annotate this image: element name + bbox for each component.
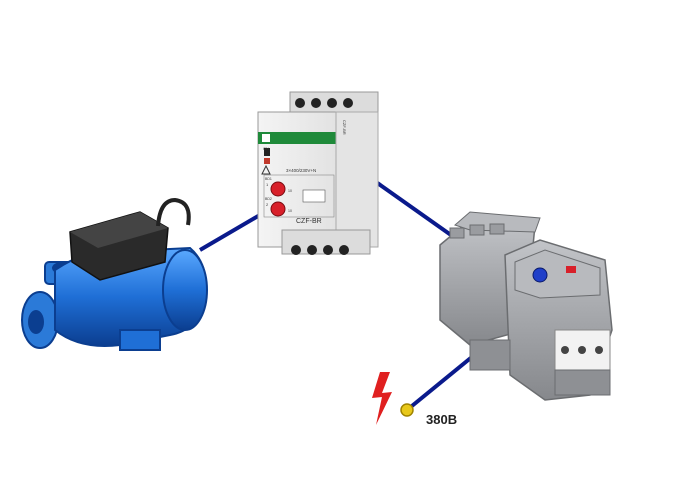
supply-terminal — [400, 403, 414, 417]
water-pump-icon — [21, 197, 208, 351]
wire-supply-contactor — [405, 350, 480, 412]
relay-knob2-low: BD2 — [265, 197, 272, 201]
pump-terminal-box — [69, 197, 191, 281]
relay-knob1-low: BD1 — [265, 177, 272, 181]
relay-side-label: CZF-BR — [342, 120, 347, 135]
lightning-bolt-icon — [372, 372, 392, 425]
relay-led-label: ON — [263, 146, 269, 151]
phase-control-relay — [257, 91, 379, 255]
relay-label-2: 2 — [266, 202, 269, 207]
supply-voltage-label: 380В — [426, 412, 457, 427]
wire-pump-relay — [198, 210, 267, 252]
relay-knob1-high: 10 — [288, 189, 292, 193]
relay-label-1: 1 — [266, 182, 269, 187]
relay-model-label: CZF-BR — [296, 218, 322, 225]
wire-relay-contactor — [374, 180, 460, 242]
relay-knob2-high: 10 — [288, 209, 292, 213]
contactor-with-thermal-relay — [439, 211, 613, 401]
relay-rating: 3×400/230V+N — [286, 168, 316, 173]
wires — [198, 180, 480, 412]
